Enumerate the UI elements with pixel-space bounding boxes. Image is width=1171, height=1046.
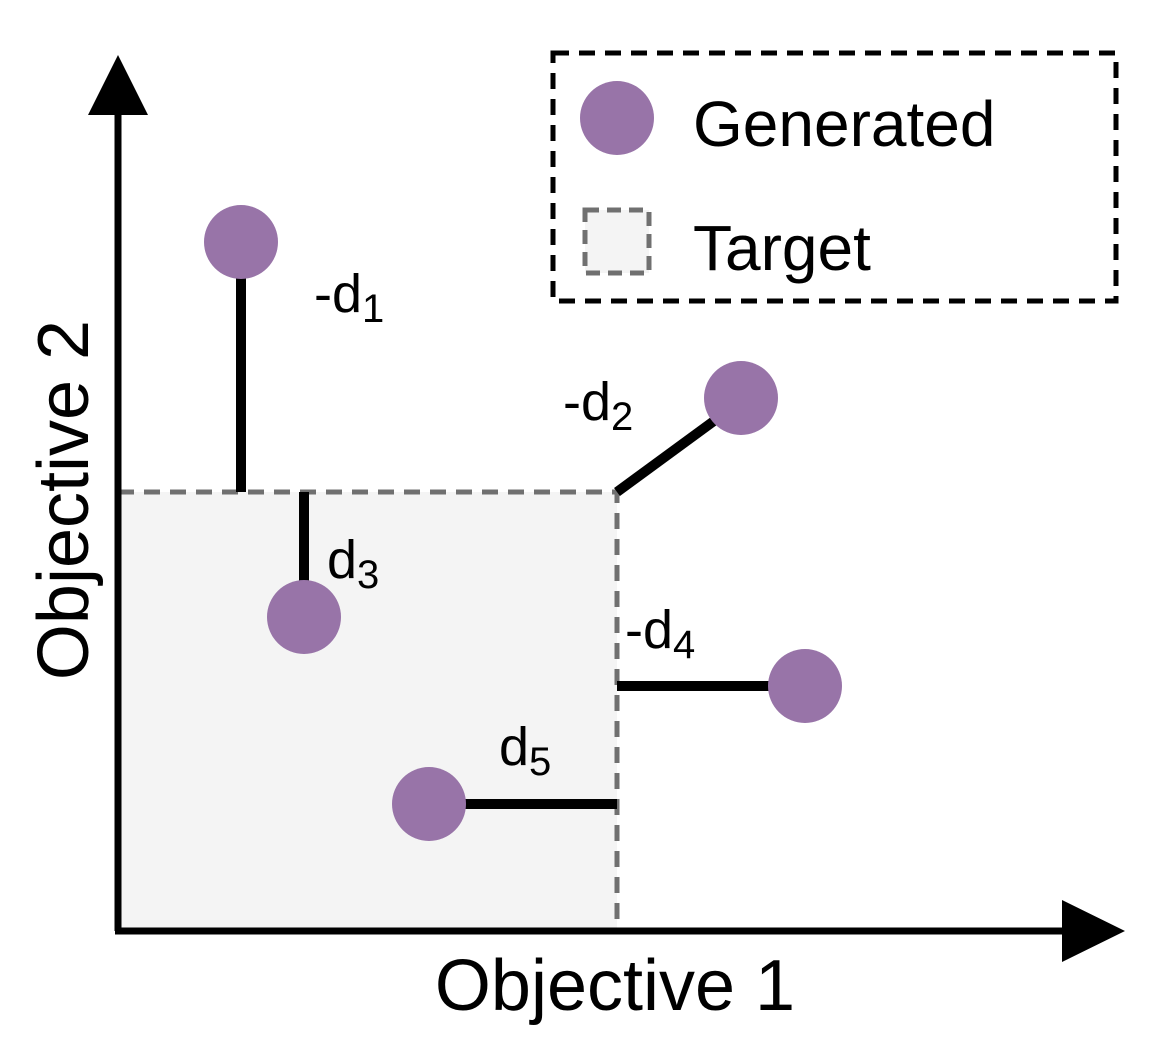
- distance-label-d2: -d2: [563, 372, 633, 439]
- distance-line-d2: [614, 413, 721, 497]
- legend-box: [550, 50, 1119, 304]
- generated-point-1: [204, 205, 278, 279]
- target-region: [118, 492, 617, 931]
- legend-target-marker: [582, 207, 652, 276]
- y-axis-title: Objective 2: [24, 320, 104, 680]
- x-axis-title: Objective 1: [435, 946, 795, 1026]
- generated-point-4: [768, 649, 842, 723]
- legend-target-label: Target: [693, 212, 871, 284]
- distance-label-d3: d3: [327, 530, 379, 597]
- legend-generated-marker: [580, 81, 654, 155]
- legend-generated-label: Generated: [693, 88, 995, 160]
- distance-label-d5: d5: [499, 717, 551, 784]
- distance-label-d4: -d4: [625, 600, 695, 667]
- legend: Generated Target: [550, 50, 1119, 304]
- generated-point-2: [704, 361, 778, 435]
- x-axis-arrowhead: [1062, 900, 1125, 962]
- distance-label-d1: -d1: [314, 264, 384, 331]
- generated-point-5: [392, 767, 466, 841]
- y-axis-arrowhead: [88, 55, 148, 115]
- generated-point-3: [267, 580, 341, 654]
